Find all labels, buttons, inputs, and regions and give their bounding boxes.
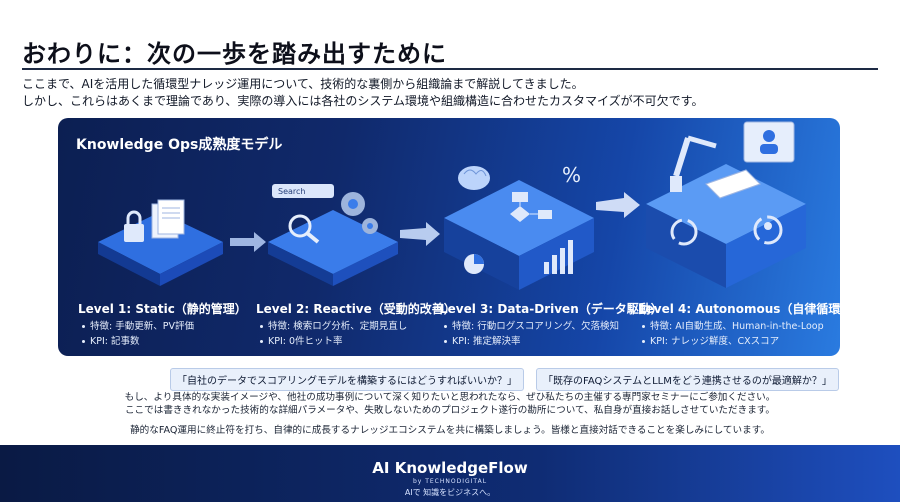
level-4-kpi: KPI: ナレッジ鮮度、CXスコア <box>642 333 779 347</box>
closing-line-2: ここでは書ききれなかった技術的な詳細パラメータや、失敗しないためのプロジェクト遂… <box>124 405 776 416</box>
level-1-features: 特徴: 手動更新、PV評価 <box>82 318 194 332</box>
flowchart-icon <box>510 192 552 222</box>
pie-chart-icon <box>464 254 484 274</box>
level-2-kpi: KPI: 0件ヒット率 <box>260 333 343 347</box>
search-bar-icon: Search <box>272 184 334 198</box>
level-1-title: Level 1: Static（静的管理） <box>78 302 247 316</box>
flow-arrow-2-icon <box>400 222 440 246</box>
level-3-illustration: % <box>444 163 594 290</box>
level-3-title: Level 3: Data-Driven（データ駆動） <box>440 302 663 316</box>
footer-brand: AI KnowledgeFlow <box>372 459 528 477</box>
page-title: おわりに：次の一歩を踏み出すために <box>22 40 447 68</box>
magnifier-icon <box>288 214 320 244</box>
gear-icon <box>341 192 378 234</box>
level-4-features: 特徴: AI自動生成、Human-in-the-Loop <box>642 318 824 332</box>
maturity-model-panel: Knowledge Ops成熟度モデル Search <box>58 118 840 356</box>
document-icon <box>705 169 761 199</box>
closing-line-3: 静的なFAQ運用に終止符を打ち、自律的に成長するナレッジエコシステムを共に構築し… <box>130 425 770 436</box>
footer-tagline: AIで 知識をビジネスへ。 <box>404 488 496 497</box>
model-title: Knowledge Ops成熟度モデル <box>76 137 283 153</box>
level-2-title: Level 2: Reactive（受動的改善） <box>256 302 456 316</box>
brain-icon <box>458 166 490 190</box>
footer-bar: AI KnowledgeFlow by TECHNODIGITAL AIで 知識… <box>0 445 900 502</box>
level-1-kpi: KPI: 記事数 <box>82 333 139 347</box>
user-profile-icon <box>743 121 795 163</box>
question-chip-2: 「既存のFAQシステムとLLMをどう連携させるのが最適解か？」 <box>536 368 839 391</box>
flow-arrow-1-icon <box>230 232 266 252</box>
footer-byline: by TECHNODIGITAL <box>412 478 488 485</box>
title-divider <box>22 68 878 70</box>
level-1-illustration <box>98 199 223 286</box>
level-3-kpi: KPI: 推定解決率 <box>444 333 520 347</box>
svg-text:%: % <box>562 163 581 187</box>
percent-icon: % <box>562 163 581 187</box>
level-4-illustration <box>646 121 806 288</box>
document-icon <box>151 199 185 239</box>
question-chip-1: 「自社のデータでスコアリングモデルを構築するにはどうすればいいか？」 <box>170 368 524 391</box>
intro-line-2: しかし、これらはあくまで理論であり、実際の導入には各社のシステム環境や組織構造に… <box>22 94 704 108</box>
bar-chart-icon <box>544 240 573 274</box>
question-chips: 「自社のデータでスコアリングモデルを構築するにはどうすればいいか？」 「既存のF… <box>170 368 839 391</box>
robot-arm-icon <box>670 135 717 192</box>
intro-text: ここまで、AIを活用した循環型ナレッジ運用について、技術的な裏側から組織論まで解… <box>22 76 882 110</box>
level-3-features: 特徴: 行動ログスコアリング、欠落検知 <box>444 318 619 332</box>
intro-line-1: ここまで、AIを活用した循環型ナレッジ運用について、技術的な裏側から組織論まで解… <box>22 77 584 91</box>
closing-line-1: もし、より具体的な実装イメージや、他社の成功事例について深く知りたいと思われたな… <box>124 392 776 403</box>
level-4-title: Level 4: Autonomous（自律循環） <box>638 302 840 316</box>
svg-text:Search: Search <box>278 187 305 196</box>
level-2-illustration: Search <box>268 184 398 286</box>
level-2-features: 特徴: 検索ログ分析、定期見直し <box>260 318 407 332</box>
cycle-icon <box>670 215 783 246</box>
flow-arrow-3-icon <box>596 192 640 218</box>
lock-icon <box>124 210 144 242</box>
